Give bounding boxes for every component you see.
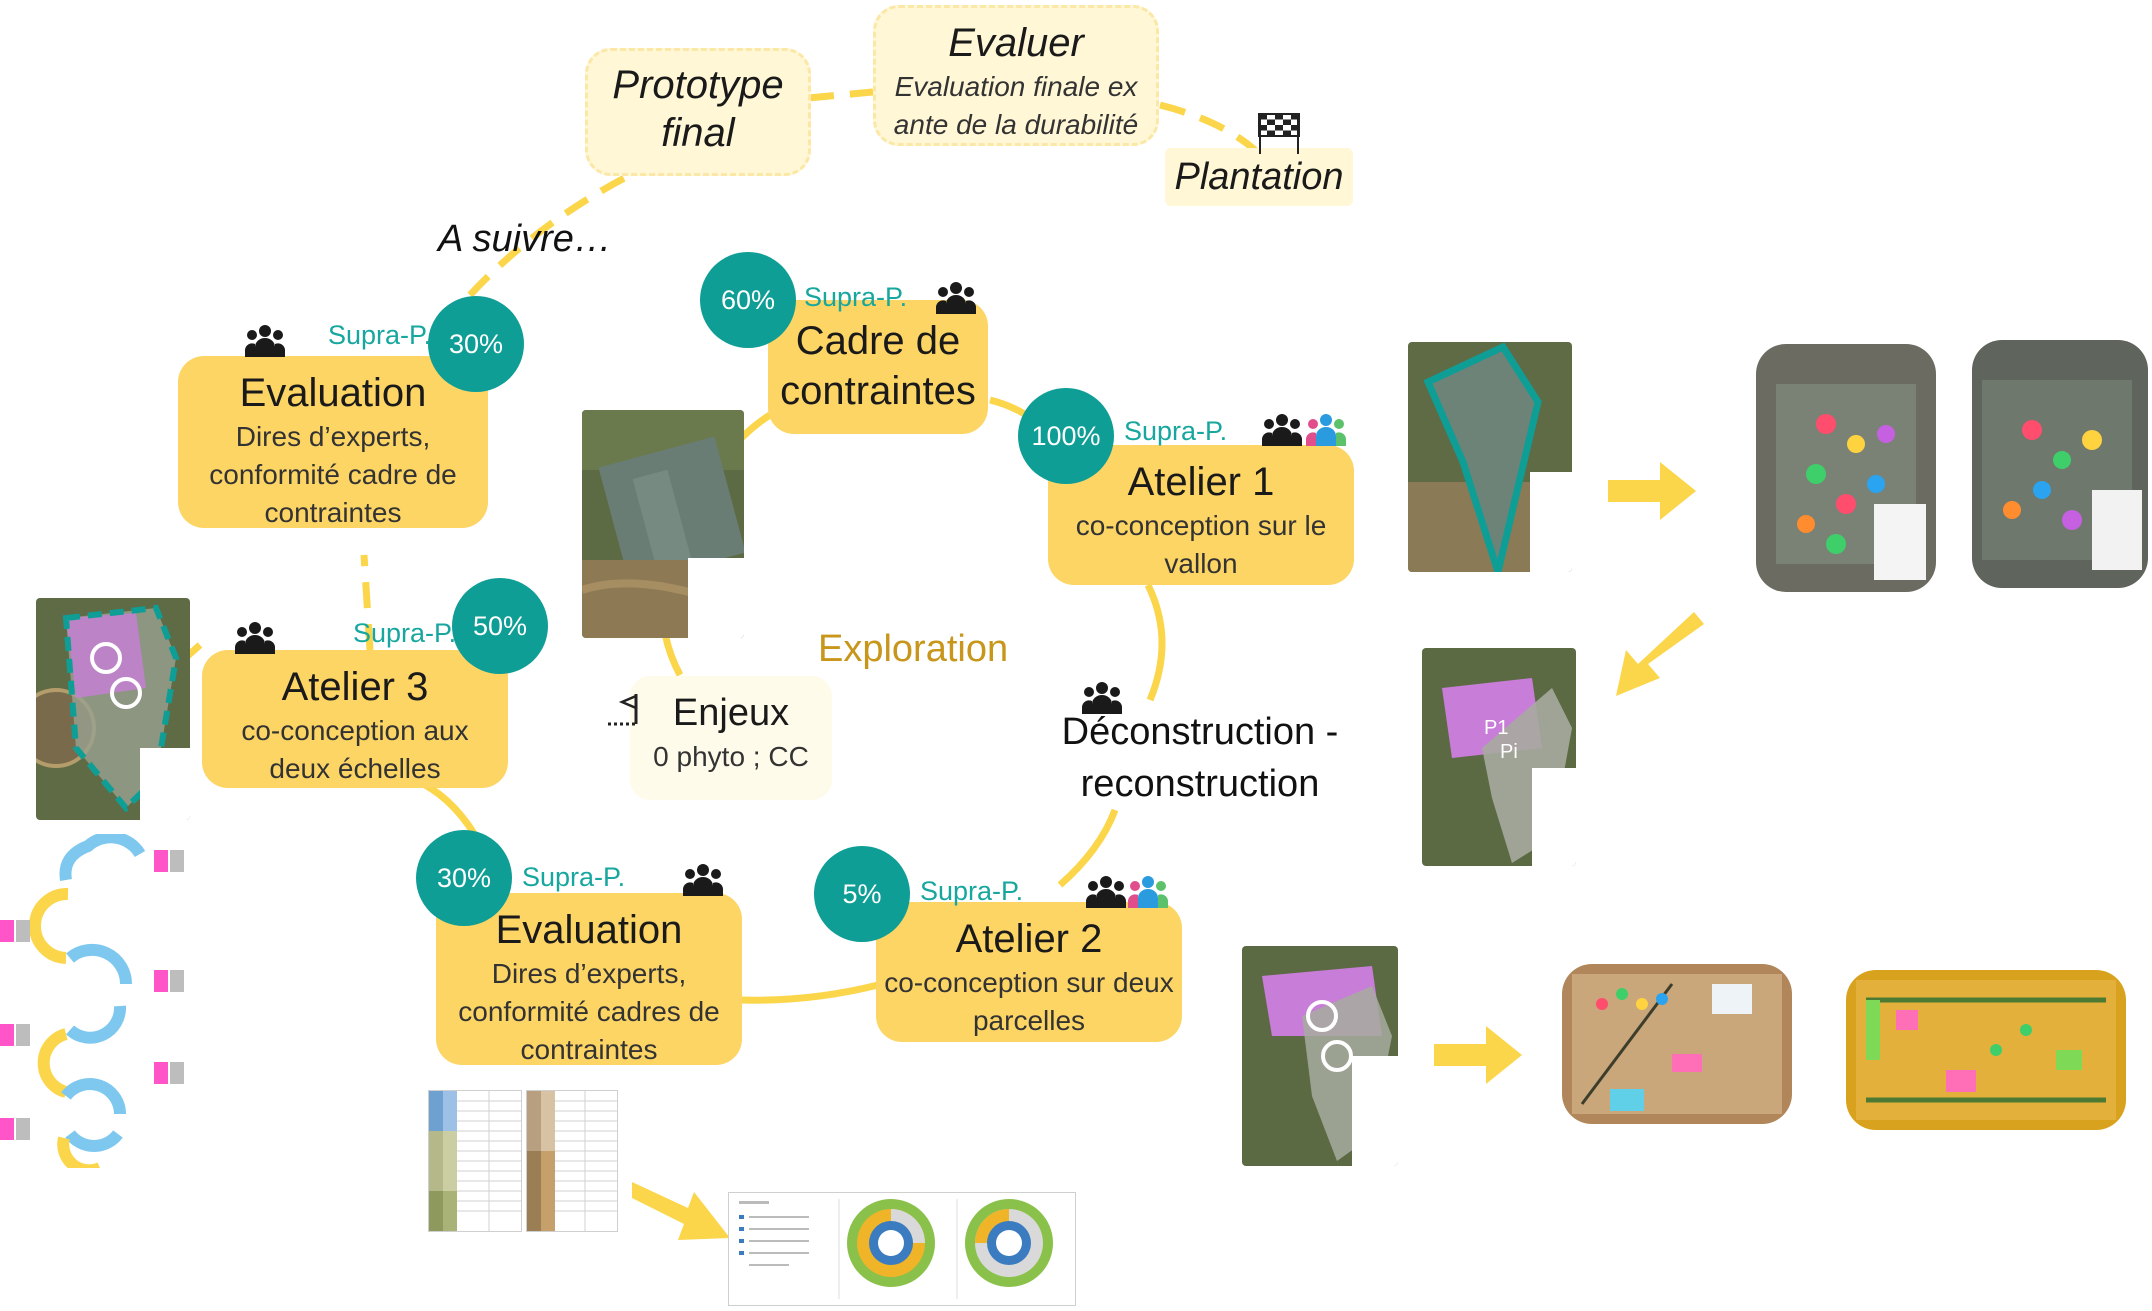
evaluer-subtitle: Evaluation finale ex ante de la durabili… bbox=[893, 71, 1139, 140]
link-evaltop-asuivre bbox=[467, 166, 642, 298]
atelier3-supra-label: Supra-P. bbox=[353, 618, 457, 648]
yellow-arrow-icon bbox=[1616, 612, 1704, 696]
pi-label: Pi bbox=[1500, 741, 1518, 763]
yellow-arrow-icon bbox=[1608, 462, 1696, 520]
atelier1-title: Atelier 1 bbox=[1127, 460, 1275, 504]
atelier3-percent-badge: 50% bbox=[452, 578, 548, 674]
atelier1-supra-label: Supra-P. bbox=[1124, 416, 1228, 446]
prototype-final-label: Prototype final bbox=[612, 63, 784, 155]
enjeux-title: Enjeux bbox=[672, 692, 790, 734]
evaluer-title: Evaluer bbox=[948, 21, 1084, 65]
atelier2-box: Atelier 2 co-conception sur deux parcell… bbox=[876, 902, 1182, 1042]
plantation-label: Plantation bbox=[1174, 156, 1344, 198]
aerial-map-vallon bbox=[1408, 342, 1572, 572]
evaluation-bottom-percent-badge: 30% bbox=[416, 830, 512, 926]
cadre-contraintes-box: Cadre de contraintes bbox=[768, 300, 988, 434]
cadre-supra-label: Supra-P. bbox=[804, 282, 908, 312]
a-suivre-label: A suivre… bbox=[438, 218, 612, 260]
people-group-icon bbox=[1082, 682, 1122, 714]
aerial-map-center bbox=[582, 410, 744, 638]
yellow-arrow-icon bbox=[632, 1182, 730, 1240]
link-atelier3-evaltop bbox=[360, 554, 374, 651]
workshop-photo-2 bbox=[1972, 340, 2148, 588]
people-group-icon bbox=[1262, 414, 1302, 446]
atelier3-box: Atelier 3 co-conception aux deux échelle… bbox=[202, 650, 508, 788]
flag-goal-icon bbox=[608, 694, 638, 726]
workshop-photo-4 bbox=[1846, 970, 2126, 1130]
cadre-title: Cadre de contraintes bbox=[780, 319, 976, 413]
spreadsheet-thumbnail-2 bbox=[526, 1090, 618, 1232]
atelier2-percent-badge: 5% bbox=[814, 846, 910, 942]
cadre-percent-badge: 60% bbox=[700, 252, 796, 348]
spreadsheet-thumbnail-1 bbox=[428, 1090, 522, 1232]
enjeux-box: Enjeux 0 phyto ; CC bbox=[630, 676, 832, 800]
link-eval-atelier3 bbox=[413, 776, 478, 837]
colored-people-icon bbox=[1306, 414, 1346, 446]
link-atelier1-deconstruction bbox=[1144, 583, 1166, 702]
evaluation-top-percent-badge: 30% bbox=[428, 296, 524, 392]
link-deconstruction-atelier2 bbox=[1057, 808, 1119, 888]
evaluation-top-supra-label: Supra-P. bbox=[328, 320, 432, 350]
people-group-icon bbox=[1086, 876, 1126, 908]
evaluation-bottom-box: Evaluation Dires d’experts, conformité c… bbox=[436, 893, 742, 1065]
atelier1-percent-badge: 100% bbox=[1018, 388, 1114, 484]
evaluation-bottom-title: Evaluation bbox=[495, 908, 683, 952]
checkered-flag-icon bbox=[1258, 113, 1300, 154]
p1-label: P1 bbox=[1484, 717, 1508, 739]
workshop-photo-1 bbox=[1756, 344, 1936, 592]
link-prototype-evaluer bbox=[807, 88, 874, 102]
people-group-icon bbox=[683, 864, 723, 896]
aerial-map-atelier3 bbox=[36, 598, 190, 820]
evaluation-top-title: Evaluation bbox=[239, 371, 427, 415]
evaluation-bottom-supra-label: Supra-P. bbox=[522, 862, 626, 892]
scale-loop-diagram bbox=[0, 834, 184, 1168]
sunburst-charts-thumbnail bbox=[728, 1192, 1076, 1306]
aerial-map-atelier2 bbox=[1242, 946, 1398, 1166]
enjeux-subtitle: 0 phyto ; CC bbox=[653, 741, 809, 772]
atelier3-subtitle: co-conception aux deux échelles bbox=[241, 715, 469, 784]
link-evaluer-plantation bbox=[1159, 101, 1258, 153]
evaluation-top-subtitle: Dires d’experts, conformité cadre de con… bbox=[209, 421, 457, 528]
plantation-box: Plantation bbox=[1165, 148, 1353, 206]
atelier2-supra-label: Supra-P. bbox=[920, 876, 1024, 906]
link-atelier2-eval bbox=[739, 981, 879, 1004]
atelier3-title: Atelier 3 bbox=[281, 665, 429, 709]
prototype-final-box: Prototype final bbox=[585, 48, 811, 176]
people-group-icon bbox=[245, 325, 285, 357]
evaluation-top-box: Evaluation Dires d’experts, conformité c… bbox=[178, 356, 488, 528]
deconstruction-label: Déconstruction - reconstruction bbox=[1061, 711, 1339, 805]
exploration-label: Exploration bbox=[818, 628, 1009, 670]
evaluer-box: Evaluer Evaluation finale ex ante de la … bbox=[873, 5, 1159, 146]
people-group-icon bbox=[936, 282, 976, 314]
atelier2-subtitle: co-conception sur deux parcelles bbox=[884, 967, 1174, 1036]
evaluation-bottom-subtitle: Dires d’experts, conformité cadres de co… bbox=[458, 958, 720, 1065]
workshop-photo-3 bbox=[1562, 964, 1792, 1124]
atelier1-subtitle: co-conception sur le vallon bbox=[1075, 510, 1327, 579]
aerial-map-p1: P1 Pi bbox=[1422, 648, 1576, 866]
atelier2-title: Atelier 2 bbox=[955, 917, 1103, 961]
yellow-arrow-icon bbox=[1434, 1026, 1522, 1084]
colored-people-icon bbox=[1128, 876, 1168, 908]
people-group-icon bbox=[235, 622, 275, 654]
